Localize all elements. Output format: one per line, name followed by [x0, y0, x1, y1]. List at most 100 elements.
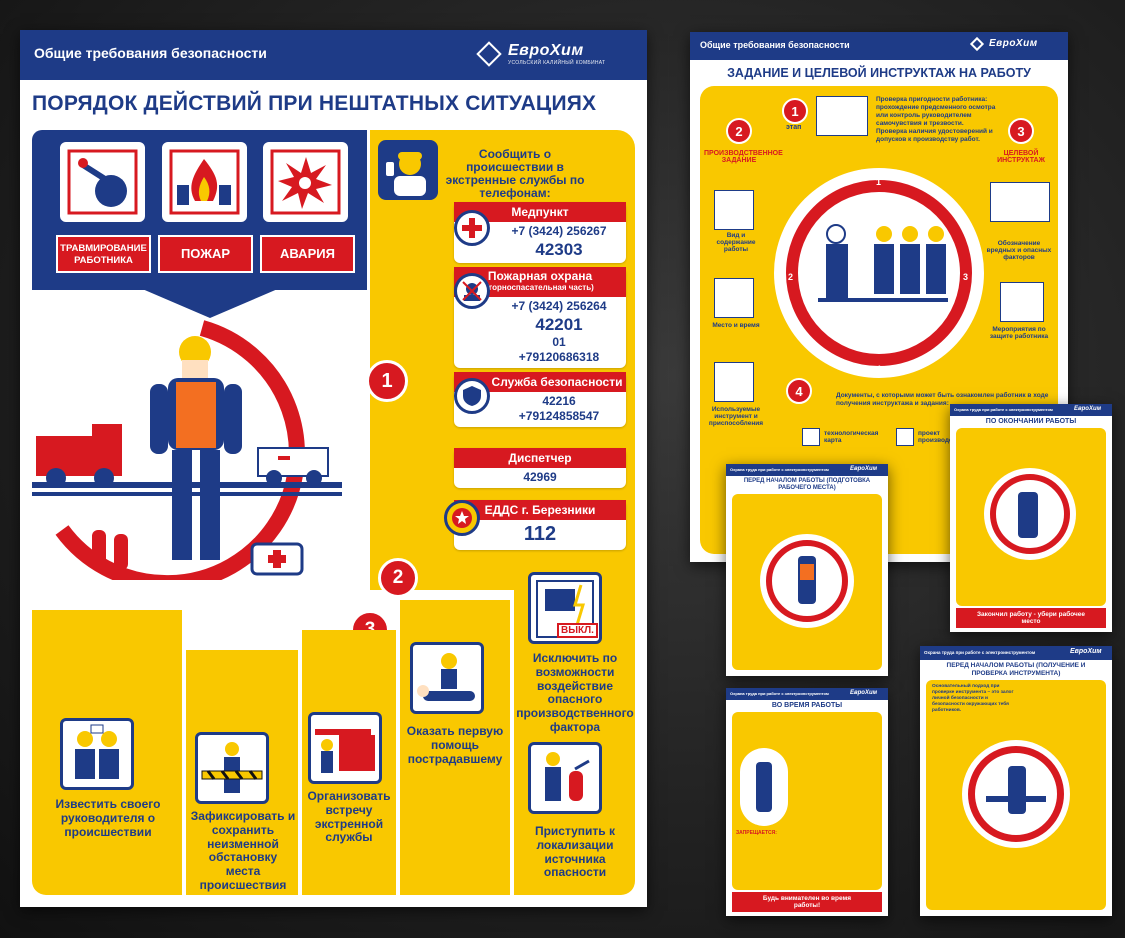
service-dispatcher-phone: 42969 [523, 470, 557, 484]
service-security-phone-2: +79124858547 [518, 409, 600, 423]
service-fire-name: Пожарная охрана [487, 269, 593, 283]
service-dispatcher: Диспетчер 42969 [454, 448, 626, 488]
stage-1-num: 1 [791, 103, 799, 119]
stage-1-icon [816, 96, 868, 136]
medical-cross-icon [454, 210, 490, 246]
stage-4-text: Документы, с которыми может быть ознаком… [836, 392, 1049, 407]
tool-intro: Основательный подход при проверке инстру… [932, 684, 1014, 713]
after-header-title: Охрана труда при работе с электроинструм… [954, 407, 1053, 412]
service-security-phone-1: 42216 [542, 394, 576, 408]
tool-worker-icon [1008, 766, 1026, 814]
fire-icon [162, 142, 247, 222]
prep-header-title: Охрана труда при работе с электроинструм… [730, 467, 829, 472]
step-2-badge: 2 [378, 558, 418, 598]
situation-accident: АВАРИЯ [260, 235, 355, 273]
stage-1-badge: 1 [782, 98, 808, 124]
doc-2-icon [896, 428, 914, 446]
briefing-header-title: Общие требования безопасности [700, 40, 850, 50]
during-header-title: Охрана труда при работе с электроинструм… [730, 691, 829, 696]
service-fire-extra-2: +79120686318 [518, 350, 600, 365]
tool-header: Охрана труда при работе с электроинструм… [920, 646, 1112, 660]
service-medical-name: Медпункт [454, 202, 626, 222]
service-edds: ЕДДС г. Березники 112 [444, 500, 626, 550]
step-1-badge: 1 [366, 360, 408, 402]
situations-pointer [140, 288, 280, 318]
switch-off-icon: ВЫКЛ. [528, 572, 602, 644]
stage-3-num: 3 [1017, 123, 1025, 139]
contacts-intro: Сообщить о происшествии в экстренные слу… [445, 147, 585, 200]
meet-emergency-icon [308, 712, 382, 784]
tool-brand: ЕвроХим [1070, 648, 1102, 655]
service-dispatcher-name: Диспетчер [454, 448, 626, 468]
left-item-c-text: Используемые инструмент и приспособления [708, 406, 764, 427]
left-item-c-icon [714, 362, 754, 402]
briefing-header: Общие требования безопасности ЕвроХим [690, 32, 1068, 60]
step-2-text: Исключить по возможности воздействие опа… [516, 651, 634, 734]
during-footer: Будь внимателен во время работы! [732, 892, 882, 912]
service-fire-phone: +7 (3424) 256264 [511, 299, 607, 313]
service-edds-number: 112 [523, 523, 557, 545]
service-fire: Пожарная охрана (горноспасательная часть… [454, 267, 626, 369]
stage-1-text: Проверка пригодности работника: прохожде… [876, 96, 996, 143]
main-title: ПОРЯДОК ДЕЙСТВИЙ ПРИ НЕШТАТНЫХ СИТУАЦИЯХ [32, 92, 597, 115]
service-fire-short: 42201 [535, 315, 583, 334]
service-medical-short: 42303 [535, 240, 583, 259]
service-fire-extra-1: 01 [552, 335, 566, 350]
situation-injury: ТРАВМИРОВАНИЕ РАБОТНИКА [56, 235, 151, 273]
poster-after-work: Охрана труда при работе с электроинструм… [950, 404, 1112, 632]
service-medical-phone: +7 (3424) 256267 [511, 224, 607, 238]
right-item-b-text: Мероприятия по защите работника [989, 326, 1049, 340]
poster-tool-check: Охрана труда при работе с электроинструм… [920, 646, 1112, 916]
prep-vest-icon [800, 564, 814, 580]
localize-text: Приступить к локализации источника опасн… [534, 824, 616, 880]
step-5-text: Зафиксировать и сохранить неизменной обс… [190, 809, 296, 892]
doc-1-text: технологическая карта [824, 430, 879, 444]
brand-name: ЕвроХим [508, 42, 584, 59]
during-brand: ЕвроХим [850, 690, 878, 696]
first-aid-icon [410, 642, 484, 714]
left-item-b-text: Место и время [712, 322, 760, 329]
service-medical: Медпункт +7 (3424) 256267 42303 [454, 202, 626, 264]
step-6-text: Известить своего руководителя о происшес… [55, 797, 161, 839]
step-3-text: Оказать первую помощь пострадавшему [406, 724, 504, 766]
tool-ring [968, 746, 1064, 842]
briefing-brand: ЕвроХим [989, 38, 1038, 49]
doc-2-text: проект производства... [918, 430, 969, 444]
briefing-title: ЗАДАНИЕ И ЦЕЛЕВОЙ ИНСТРУКТАЖ НА РАБОТУ [727, 66, 1031, 80]
brand-subtitle: УСОЛЬСКИЙ КАЛИЙНЫЙ КОМБИНАТ [508, 60, 606, 66]
fix-scene-icon [195, 732, 269, 804]
situation-fire: ПОЖАР [158, 235, 253, 273]
service-security-name: Служба безопасности [454, 372, 626, 392]
service-fire-sub: (горноспасательная часть) [486, 283, 594, 292]
emergency-emblem-icon [444, 500, 480, 536]
operator-icon [378, 140, 438, 200]
right-item-a-icon [990, 182, 1050, 222]
during-worker-icon [756, 762, 772, 812]
stage-3-badge: 3 [1008, 118, 1034, 144]
firefighter-icon [454, 273, 490, 309]
ring-num-4: 4 [876, 364, 882, 374]
brand-logo: ЕвроХим УСОЛЬСКИЙ КАЛИЙНЫЙ КОМБИНАТ [476, 41, 606, 67]
after-brand: ЕвроХим [1074, 406, 1102, 412]
prep-title: ПЕРЕД НАЧАЛОМ РАБОТЫ (ПОДГОТОВКА РАБОЧЕГ… [743, 478, 871, 491]
after-worker-icon [1018, 492, 1038, 538]
service-security: Служба безопасности 42216 +79124858547 [454, 372, 626, 427]
step-4-text: Организовать встречу экстренной службы [307, 789, 391, 845]
explosion-icon [263, 142, 348, 222]
during-header: Охрана труда при работе с электроинструм… [726, 688, 888, 700]
main-header-title: Общие требования безопасности [34, 45, 267, 61]
right-item-b-icon [1000, 282, 1044, 322]
service-edds-name: ЕДДС г. Березники [454, 500, 626, 520]
briefing-diamond-icon [969, 36, 985, 51]
stage-2-title: ПРОИЗВОДСТВЕННОЕ ЗАДАНИЕ [704, 150, 783, 164]
tool-desk-icon [986, 796, 1046, 802]
brand-diamond-icon [476, 41, 502, 67]
stage-4-badge: 4 [786, 378, 812, 404]
ring-num-1: 1 [876, 177, 882, 187]
right-item-a-text: Обозначение вредных и опасных факторов [986, 240, 1052, 261]
stage-2-badge: 2 [726, 118, 752, 144]
doc-1-icon [802, 428, 820, 446]
after-header: Охрана труда при работе с электроинструм… [950, 404, 1112, 416]
poster-during-work: Охрана труда при работе с электроинструм… [726, 688, 888, 916]
injury-icon [60, 142, 145, 222]
